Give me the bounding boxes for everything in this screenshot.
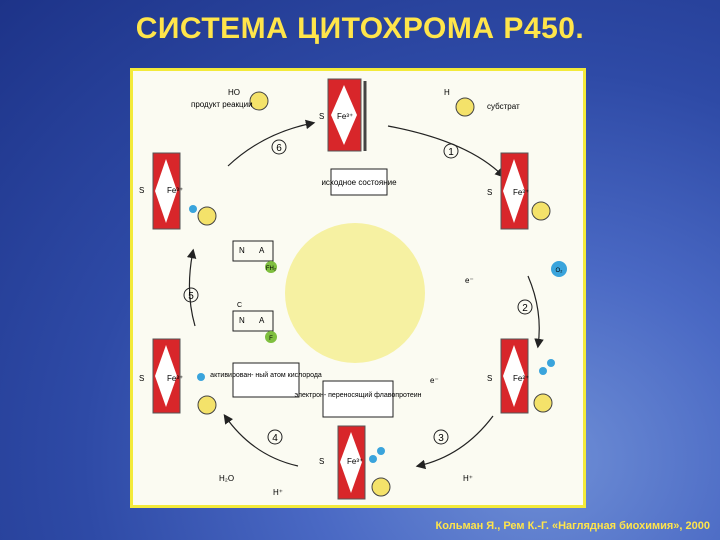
heme-right-top: S Fe³⁺ <box>487 152 551 230</box>
atom-fe3: Fe³⁺ <box>167 186 183 195</box>
heme-left-bottom: S Fe³⁺ <box>139 338 217 415</box>
step-6: 6 <box>276 143 282 154</box>
citation: Кольман Я., Рем К.-Г. «Наглядная биохими… <box>435 520 710 532</box>
initial-state-label: исходное состояние <box>321 178 397 187</box>
flavin-a: A <box>259 316 265 325</box>
atom-fe3: Fe³⁺ <box>347 457 363 466</box>
flavin-bottom: C N A F <box>232 302 277 343</box>
flavin-top: N A FH₂ <box>232 240 277 273</box>
o2: O₂ <box>556 268 564 274</box>
heme-right-bottom: S Fe²⁺ <box>487 338 555 414</box>
water: H₂O <box>219 474 234 483</box>
atom-fe3: Fe³⁺ <box>167 374 183 383</box>
proton-right: H⁺ <box>463 474 473 483</box>
flavin-a: A <box>259 246 265 255</box>
activated-oxygen-label: активирован- ный атом кислорода <box>210 371 322 379</box>
flavin-n: N <box>239 246 245 255</box>
heme-bottom: S Fe³⁺ <box>319 425 391 500</box>
flavin-f: F <box>269 336 273 342</box>
atom-s: S <box>319 112 324 121</box>
atom-s: S <box>487 188 492 197</box>
step-1: 1 <box>448 147 454 158</box>
substrate-label: субстрат <box>487 102 520 111</box>
step-2: 2 <box>522 303 528 314</box>
product-ho: HO <box>228 88 240 97</box>
heme-left-top: S Fe³⁺ <box>139 152 217 230</box>
heme-top: S Fe³⁺ <box>319 78 367 152</box>
atom-s: S <box>139 374 144 383</box>
atom-s: S <box>487 374 492 383</box>
step-3: 3 <box>438 433 444 444</box>
substrate-h: H <box>444 88 450 97</box>
slide-title: СИСТЕМА ЦИТОХРОМА Р450. <box>135 12 585 45</box>
flavoprotein-blob <box>285 223 425 363</box>
atom-s: S <box>319 457 324 466</box>
diagram-panel: 1 2 3 4 5 6 S Fe³⁺ S Fe³⁺ S Fe²⁺ S <box>130 68 586 508</box>
step-5: 5 <box>188 291 194 302</box>
flavoprotein-label: электрон- переносящий флавопротеин <box>294 391 421 399</box>
flavin-fh2: FH₂ <box>266 266 277 272</box>
electron-2: e⁻ <box>430 376 439 385</box>
flavin-c: C <box>237 302 242 309</box>
product-label: продукт реакции <box>191 100 253 109</box>
electron-1: e⁻ <box>465 276 474 285</box>
cycle-arrows <box>186 119 544 470</box>
step-4: 4 <box>272 433 278 444</box>
atom-fe3: Fe³⁺ <box>513 188 529 197</box>
atom-s: S <box>139 186 144 195</box>
p450-cycle-diagram: 1 2 3 4 5 6 S Fe³⁺ S Fe³⁺ S Fe²⁺ S <box>139 78 567 500</box>
flavin-n: N <box>239 316 245 325</box>
atom-fe3: Fe³⁺ <box>337 112 353 121</box>
step-markers: 1 2 3 4 5 6 <box>183 139 533 445</box>
proton-left: H⁺ <box>273 488 283 497</box>
atom-fe2: Fe²⁺ <box>513 374 529 383</box>
